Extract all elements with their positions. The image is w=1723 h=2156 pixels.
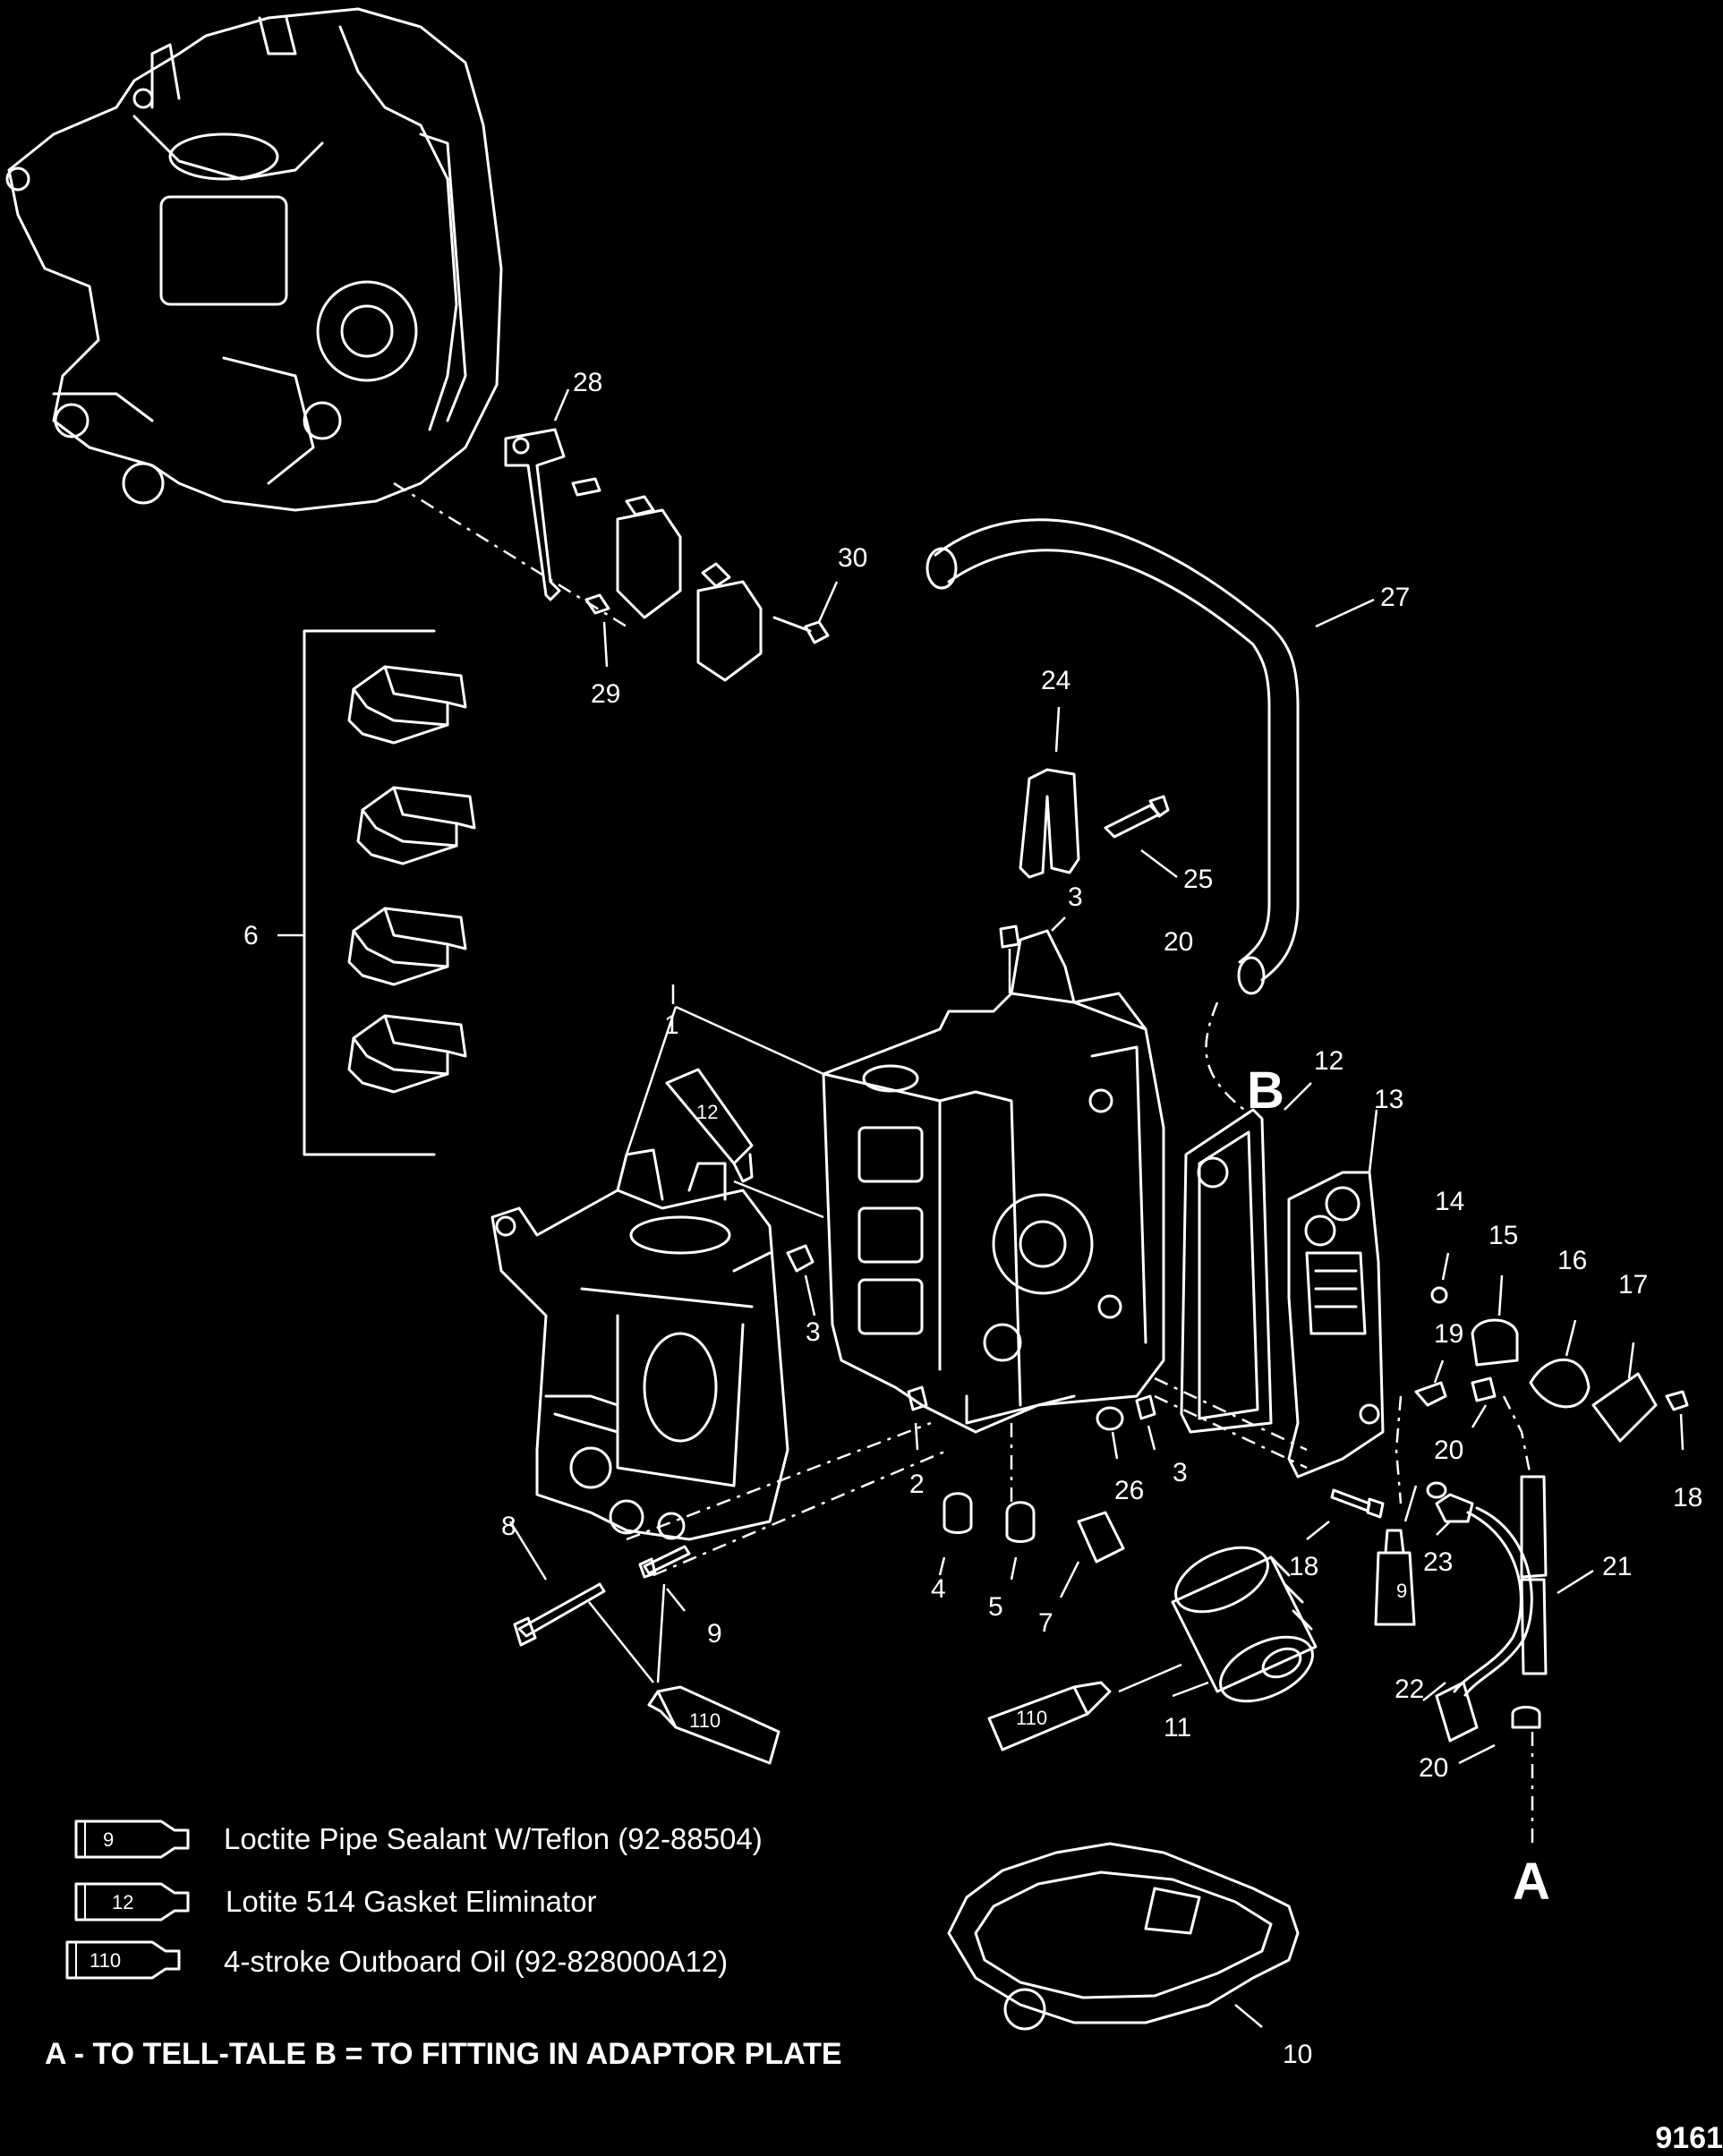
bolt-18-left bbox=[1306, 1488, 1385, 1540]
svg-text:110: 110 bbox=[90, 1949, 121, 1972]
callout-2: 2 bbox=[909, 1470, 925, 1499]
callout-4: 4 bbox=[931, 1574, 946, 1604]
callout-23: 23 bbox=[1423, 1547, 1453, 1577]
callout-15: 15 bbox=[1488, 1221, 1518, 1250]
oil-tube-110-right: 110 bbox=[987, 1681, 1112, 1751]
callout-10: 10 bbox=[1283, 2040, 1312, 2069]
callout-27: 27 bbox=[1380, 583, 1410, 612]
svg-text:110: 110 bbox=[689, 1709, 721, 1732]
callout-17: 17 bbox=[1618, 1270, 1648, 1300]
callout-6: 6 bbox=[243, 921, 259, 950]
legend-item-12: Lotite 514 Gasket Eliminator bbox=[226, 1885, 597, 1918]
callout-3: 3 bbox=[806, 1317, 821, 1347]
bearing-4 bbox=[347, 1014, 467, 1094]
reference-crankcase-view bbox=[5, 7, 503, 512]
callout-21: 21 bbox=[1602, 1552, 1632, 1581]
bracket-and-solenoid-assembly bbox=[393, 388, 839, 682]
callout-16: 16 bbox=[1557, 1246, 1587, 1275]
crankcase-cover bbox=[490, 1148, 789, 1541]
callout-18: 18 bbox=[1673, 1483, 1702, 1513]
callout-1: 1 bbox=[664, 1010, 679, 1040]
oil-tube-110-left: 110 bbox=[647, 1685, 780, 1765]
callout-3: 3 bbox=[1173, 1458, 1188, 1487]
bearing-1 bbox=[347, 665, 467, 745]
legend-tube-110: 110 bbox=[65, 1940, 181, 1980]
svg-text:12: 12 bbox=[696, 1101, 718, 1123]
marker-a: A bbox=[1513, 1853, 1550, 1911]
cylinder-block bbox=[822, 929, 1165, 1434]
adaptor-plate bbox=[1287, 1109, 1385, 1479]
item-1-leaders bbox=[625, 984, 824, 1219]
callout-20: 20 bbox=[1434, 1436, 1463, 1465]
callout-13: 13 bbox=[1374, 1085, 1403, 1114]
svg-text:110: 110 bbox=[1016, 1707, 1047, 1729]
clamp-and-screw bbox=[1019, 706, 1178, 879]
legend-item-9: Loctite Pipe Sealant W/Teflon (92-88504) bbox=[224, 1822, 763, 1855]
svg-text:9: 9 bbox=[1396, 1580, 1407, 1602]
marker-b: B bbox=[1247, 1061, 1284, 1120]
callout-7: 7 bbox=[1038, 1608, 1053, 1638]
callout-24: 24 bbox=[1041, 666, 1070, 695]
callout-numbers: 1 2 3 3 3 4 5 6 7 8 9 10 11 12 13 14 15 … bbox=[243, 368, 1702, 2069]
callout-20: 20 bbox=[1164, 927, 1193, 957]
block-hardware bbox=[626, 916, 1308, 1598]
bolts-8-9 bbox=[508, 1521, 691, 1683]
callout-25: 25 bbox=[1183, 865, 1213, 894]
hose bbox=[925, 518, 1375, 995]
callout-5: 5 bbox=[988, 1592, 1003, 1622]
callout-30: 30 bbox=[838, 543, 867, 573]
callout-20: 20 bbox=[1419, 1753, 1448, 1783]
callout-22: 22 bbox=[1395, 1675, 1424, 1704]
oil-filter bbox=[1118, 1546, 1318, 1703]
main-bearing-set bbox=[277, 629, 476, 1156]
gasket bbox=[1180, 1001, 1312, 1434]
svg-text:9: 9 bbox=[103, 1828, 114, 1851]
legend-item-110: 4-stroke Outboard Oil (92-828000A12) bbox=[224, 1945, 729, 1978]
svg-text:12: 12 bbox=[112, 1891, 133, 1913]
bearing-3 bbox=[347, 907, 467, 986]
figure-number: 9161 bbox=[1655, 2121, 1723, 2155]
callout-28: 28 bbox=[573, 368, 602, 397]
thermostat-and-sensor-parts bbox=[1395, 1252, 1689, 1844]
direction-footnote: A - TO TELL-TALE B = TO FITTING IN ADAPT… bbox=[45, 2037, 842, 2071]
callout-19: 19 bbox=[1434, 1319, 1463, 1349]
callout-9: 9 bbox=[707, 1619, 722, 1649]
callout-29: 29 bbox=[591, 679, 620, 709]
callout-11: 11 bbox=[1164, 1713, 1191, 1743]
bearing-2 bbox=[356, 786, 476, 865]
callout-3: 3 bbox=[1068, 882, 1083, 912]
bottom-gasket bbox=[947, 1842, 1300, 2031]
callout-18: 18 bbox=[1289, 1552, 1318, 1581]
callout-12: 12 bbox=[1314, 1046, 1343, 1076]
legend-tube-9: 9 bbox=[74, 1819, 190, 1859]
sealant-tube-12: 12 bbox=[665, 1068, 754, 1183]
callout-26: 26 bbox=[1114, 1476, 1144, 1505]
callout-8: 8 bbox=[501, 1512, 516, 1541]
legend-tube-12: 12 bbox=[74, 1882, 190, 1922]
sealant-tube-9: 9 bbox=[1374, 1485, 1418, 1626]
callout-14: 14 bbox=[1435, 1187, 1464, 1216]
